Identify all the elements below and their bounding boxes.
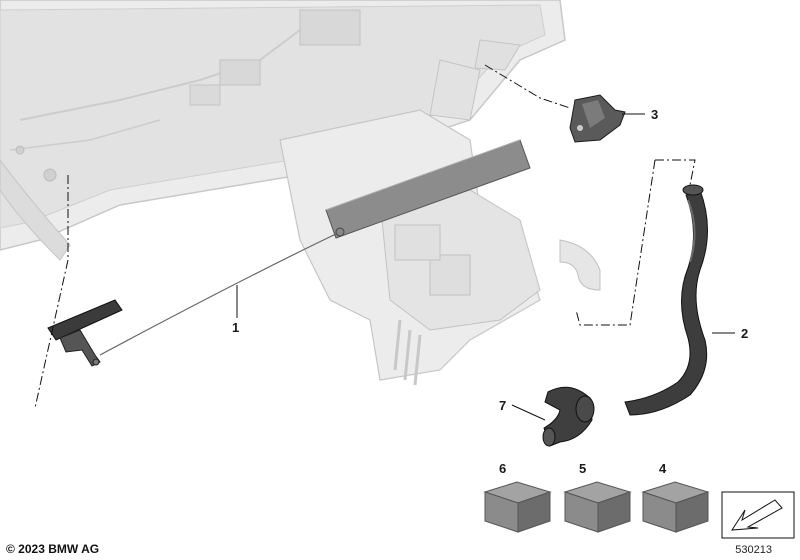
hose-part <box>624 184 708 416</box>
callout-6: 6 <box>499 461 506 476</box>
kit-box-5 <box>563 481 632 533</box>
callout-4: 4 <box>659 461 667 476</box>
roof-frame-assembly <box>0 0 566 261</box>
orientation-arrow-icon <box>721 491 795 539</box>
tape-strip <box>325 139 531 239</box>
callout-7: 7 <box>499 398 506 413</box>
diagram-id: 530213 <box>735 544 772 556</box>
callout-2: 2 <box>741 326 748 341</box>
callout-5: 5 <box>579 461 586 476</box>
cable-part <box>99 227 345 356</box>
copyright-text: © 2023 BMW AG <box>6 542 100 556</box>
elbow-connector-part <box>542 386 595 447</box>
cable-holder <box>47 299 123 367</box>
bracket-part <box>569 94 626 143</box>
leader-lines <box>236 113 735 421</box>
kit-box-6 <box>483 481 552 533</box>
callout-1: 1 <box>232 320 239 335</box>
callout-3: 3 <box>651 107 658 122</box>
connection-lines <box>34 64 696 409</box>
kit-box-4 <box>641 481 710 533</box>
